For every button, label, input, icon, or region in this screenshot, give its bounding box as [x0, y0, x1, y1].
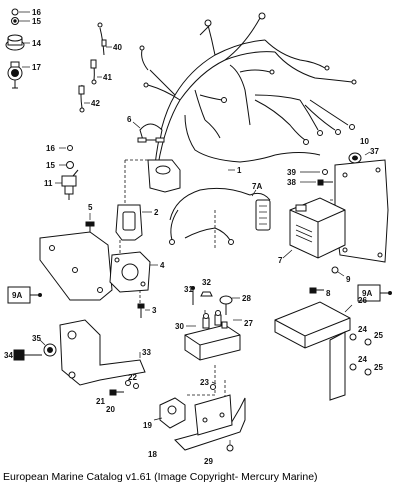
callout-17: 17: [32, 63, 41, 72]
callout-6: 6: [127, 115, 132, 124]
hardware-24-25: [349, 333, 372, 376]
callout-29: 29: [204, 457, 213, 466]
callout-28: 28: [242, 294, 251, 303]
screw-3: [137, 303, 150, 318]
callout-7A: 7A: [252, 182, 262, 191]
small-parts-31-32-28: [191, 286, 240, 315]
callout-labels: 16 15 14 17 40 41 42 6 16 15 11 5 2 7A 1…: [4, 8, 383, 466]
image-caption: European Marine Catalog v1.61 (Image Cop…: [3, 471, 318, 483]
callout-16a: 16: [32, 8, 41, 17]
callout-37: 37: [370, 147, 379, 156]
bracket-18: [174, 381, 246, 452]
callout-38: 38: [287, 178, 296, 187]
callout-27: 27: [244, 319, 253, 328]
callout-35: 35: [32, 334, 41, 343]
callout-30: 30: [175, 322, 184, 331]
harness-7A: [169, 187, 271, 245]
fasteners-9-8: [309, 266, 345, 294]
callout-34: 34: [4, 351, 13, 360]
plate-4: [109, 251, 158, 293]
callout-4: 4: [160, 261, 165, 270]
callout-2: 2: [154, 208, 159, 217]
reference-box-right: [357, 284, 392, 302]
guide-lines: [119, 159, 346, 400]
cover-26: [274, 301, 353, 401]
callout-9A-right: 9A: [362, 289, 372, 298]
callout-21: 21: [96, 397, 105, 406]
callout-19: 19: [143, 421, 152, 430]
callout-32: 32: [202, 278, 211, 287]
callout-42: 42: [91, 99, 100, 108]
solenoid: [184, 310, 242, 361]
reference-box-left: [7, 286, 42, 304]
callout-1: 1: [237, 166, 242, 175]
callout-33: 33: [142, 348, 151, 357]
exploded-parts-diagram: 16 15 14 17 40 41 42 6 16 15 11 5 2 7A 1…: [4, 8, 392, 466]
callout-9A-left: 9A: [12, 291, 22, 300]
callout-23: 23: [200, 378, 209, 387]
hardware-22-21-20: [109, 380, 139, 396]
callout-11: 11: [44, 179, 53, 188]
callout-15b: 15: [46, 161, 55, 170]
wiring-harness: [139, 12, 357, 193]
callout-14: 14: [32, 39, 41, 48]
callout-25a: 25: [374, 331, 383, 340]
bracket-33: [13, 319, 146, 386]
callout-7: 7: [278, 256, 283, 265]
callout-10a: 10: [360, 137, 369, 146]
bracket-2: [115, 204, 152, 241]
callout-26: 26: [358, 296, 367, 305]
sender-unit: [55, 145, 79, 200]
callout-3: 3: [152, 306, 157, 315]
callout-24b: 24: [358, 355, 367, 364]
callout-24a: 24: [358, 325, 367, 334]
callout-25b: 25: [374, 363, 383, 372]
callout-9: 9: [346, 275, 351, 284]
mounting-plate-left: [39, 231, 113, 301]
callout-15a: 15: [32, 17, 41, 26]
callout-20: 20: [106, 405, 115, 414]
callout-16b: 16: [46, 144, 55, 153]
relay: [153, 397, 186, 429]
switch-parts-group: [5, 8, 30, 89]
ignition-module: [282, 197, 346, 259]
callout-39: 39: [287, 168, 296, 177]
callout-18: 18: [148, 450, 157, 459]
callout-41: 41: [103, 73, 112, 82]
callout-5: 5: [88, 203, 93, 212]
lead-wires: [78, 22, 112, 113]
callout-40: 40: [113, 43, 122, 52]
callout-22: 22: [128, 373, 137, 382]
callout-31: 31: [184, 285, 193, 294]
bracket-6: [132, 121, 165, 143]
callout-8: 8: [326, 289, 331, 298]
